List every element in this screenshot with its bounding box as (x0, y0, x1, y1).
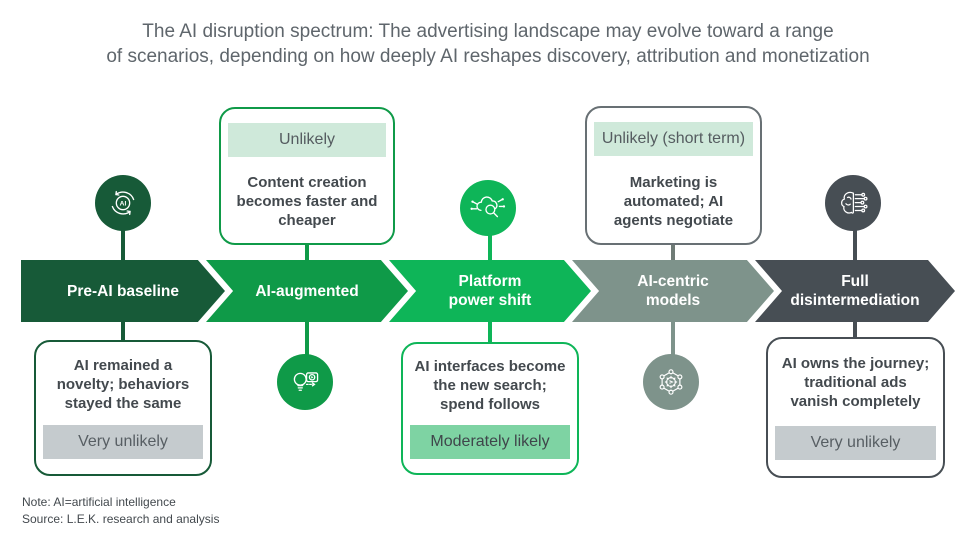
stem-stage2-bottom (305, 320, 309, 384)
svg-text:AI: AI (120, 201, 127, 208)
likelihood-badge: Unlikely (short term) (594, 122, 753, 156)
stage-label: Platform power shift (448, 273, 532, 309)
stem-stage4-bottom (671, 320, 675, 384)
stem-stage4-top (671, 243, 675, 262)
stage-label: Pre-AI baseline (67, 282, 179, 300)
stage-arrow-platform-power-shift: Platform power shift (389, 260, 591, 322)
stage-label: Full disintermediation (790, 273, 920, 309)
stage-label: AI-augmented (255, 282, 359, 300)
callout-text: AI interfaces become the new search; spe… (414, 358, 566, 413)
likelihood-badge: Moderately likely (410, 425, 570, 459)
callout-ai-augmented: Unlikely Content creation becomes faster… (219, 107, 395, 245)
lightbulb-video-icon (277, 354, 333, 410)
stem-stage1-bottom (121, 320, 125, 344)
brain-circuit-icon (825, 175, 881, 231)
stage-arrow-ai-augmented: AI-augmented (206, 260, 408, 322)
callout-full-disintermediation: AI owns the journey; traditional ads van… (766, 337, 945, 478)
stage-arrow-ai-centric-models: AI-centric models (572, 260, 774, 322)
callout-text: AI owns the journey; traditional ads van… (781, 355, 930, 410)
callout-pre-ai-baseline: AI remained a novelty; behaviors stayed … (34, 340, 212, 476)
likelihood-badge: Very unlikely (43, 425, 203, 459)
stage-arrow-full-disintermediation: Full disintermediation (755, 260, 955, 322)
stem-stage1-top (121, 200, 125, 262)
ai-refresh-icon: AI (95, 175, 151, 231)
callout-platform-power-shift: AI interfaces become the new search; spe… (401, 342, 579, 475)
likelihood-badge: Unlikely (228, 123, 386, 157)
likelihood-badge: Very unlikely (775, 426, 936, 460)
stage-label: AI-centric models (637, 273, 709, 309)
page-title: The AI disruption spectrum: The advertis… (106, 21, 870, 67)
callout-text: AI remained a novelty; behaviors stayed … (56, 357, 190, 412)
stem-stage3-bottom (488, 320, 492, 347)
network-nodes-icon (643, 354, 699, 410)
stem-stage5-bottom (853, 320, 857, 341)
cloud-search-icon (460, 180, 516, 236)
footnote-note: Note: AI=artificial intelligence (22, 495, 176, 509)
footnote: Note: AI=artificial intelligence Source:… (22, 494, 219, 528)
callout-ai-centric-models: Unlikely (short term) Marketing is autom… (585, 106, 762, 245)
stem-stage2-top (305, 243, 309, 262)
callout-text: Content creation becomes faster and chea… (236, 174, 378, 229)
callout-text: Marketing is automated; AI agents negoti… (613, 174, 734, 229)
stage-arrow-pre-ai-baseline: Pre-AI baseline (21, 260, 225, 322)
footnote-source: Source: L.E.K. research and analysis (22, 512, 220, 526)
stem-stage5-top (853, 201, 857, 262)
